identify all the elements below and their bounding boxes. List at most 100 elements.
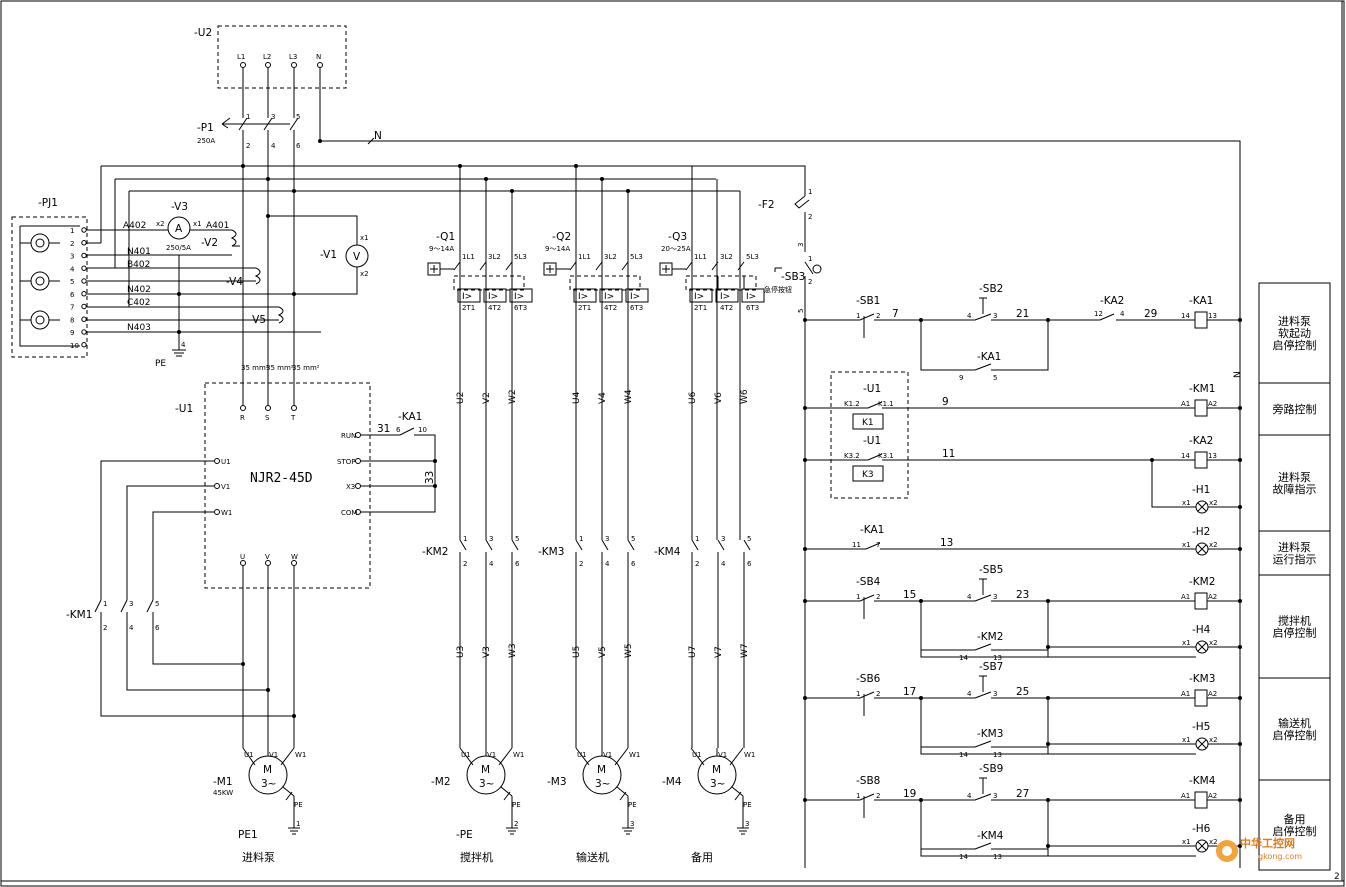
ka2-pin: 4 (1120, 310, 1125, 318)
motor-pe-pin: 3 (630, 820, 634, 828)
breaker-trip-box (457, 288, 481, 303)
junction (1046, 599, 1050, 603)
motor-letter: M (481, 764, 490, 776)
junction (803, 599, 807, 603)
coil-tag: -KM2 (1189, 576, 1215, 588)
wire-number: 19 (903, 788, 916, 800)
supply-terminal-l2: L2 (263, 53, 271, 61)
breaker-contact (569, 261, 577, 289)
coil-pin: A2 (1208, 690, 1217, 698)
pj1-terminal (81, 303, 87, 310)
coil-tag: -KA1 (1189, 295, 1213, 307)
coil-tag: -KA2 (1189, 435, 1213, 447)
start-button (974, 675, 992, 699)
junction (803, 798, 807, 802)
lamp-pin: x2 (1209, 499, 1218, 507)
contactor-pin: 5 (747, 535, 751, 543)
motor-pe-wire (616, 786, 634, 835)
pj1-tag: -PJ1 (38, 197, 58, 209)
coil-tag: -KM4 (1189, 775, 1216, 787)
start-button-pin: 3 (993, 312, 997, 320)
motor-tag: -M2 (431, 776, 451, 788)
breaker-1: -Q19～14A1L12T1I>3L24T2I>5L36T3I>U2U3V2V3… (427, 231, 533, 658)
breaker-contact (621, 261, 629, 289)
breaker-pin-top: 1L1 (694, 253, 707, 261)
soft-starter-output: V (265, 553, 270, 561)
stop-button-pin: 2 (876, 792, 880, 800)
stop-button-pin: 2 (876, 593, 880, 601)
pj1-terminal-label: 3 (70, 253, 74, 261)
legend-text: 进料泵 (1278, 540, 1311, 554)
breaker-range: 9～14A (429, 245, 454, 253)
coil (1194, 311, 1208, 329)
control-fuse-pin: 1 (808, 188, 812, 196)
motor-term: V1 (269, 751, 278, 759)
main-breaker-pin: 4 (271, 142, 276, 150)
wire-number: 21 (1016, 308, 1029, 320)
legend-text: 搅拌机 (1278, 614, 1311, 628)
breaker-body (685, 275, 757, 291)
breaker-handle-link (662, 265, 686, 273)
contactor-pin: 6 (747, 560, 752, 568)
coil-pin: A1 (1181, 690, 1190, 698)
breaker-range: 9～14A (545, 245, 570, 253)
start-button-pin: 3 (993, 792, 997, 800)
start-button-pin: 4 (967, 312, 972, 320)
wire (805, 401, 1194, 409)
wire-label: N402 (127, 285, 151, 295)
bypass-pin: 5 (155, 600, 159, 608)
pj1-terminal (81, 227, 87, 233)
wire-number: 23 (1016, 589, 1029, 601)
junction (1238, 645, 1242, 649)
soft-starter-term: V1 (221, 483, 230, 491)
stop-button-pin: 2 (876, 312, 880, 320)
soft-starter-model: NJR2-45D (250, 471, 313, 486)
wire-label: V6 (714, 392, 724, 404)
u1-contact-tag: -U1 (863, 383, 881, 395)
wire-number: 25 (1016, 686, 1029, 698)
ct-tag: -V4 (226, 276, 243, 288)
wire-label: U7 (688, 646, 698, 658)
softstarter-ka1-pin: 10 (418, 426, 427, 434)
contactor-pin: 2 (579, 560, 583, 568)
u1-contact-pin: K3.1 (878, 452, 894, 460)
wire-number: 17 (903, 686, 916, 698)
wire-label: U4 (572, 391, 582, 404)
coil-pin: 13 (1208, 452, 1217, 460)
wire-31: 31 (377, 423, 390, 435)
stop-button-tag: -SB4 (856, 576, 881, 588)
contactor-contact (627, 539, 635, 748)
contactor-pin: 6 (631, 560, 636, 568)
voltmeter-pin: x2 (360, 270, 369, 278)
junction (1046, 798, 1050, 802)
motor-letter: M (597, 764, 606, 776)
breaker-trip-symbol: I> (694, 292, 704, 302)
junction (803, 547, 807, 551)
main-breaker: -P1 250A 1 3 5 2 4 6 (197, 113, 301, 150)
lamp-pin: x2 (1209, 639, 1218, 647)
breaker-tag: -Q3 (668, 231, 687, 243)
ka1-contact-pin: 7 (876, 541, 880, 549)
contactor-pin: 6 (515, 560, 520, 568)
legend-text: 启停控制 (1273, 338, 1317, 352)
contactor-pin: 4 (721, 560, 726, 568)
motor-pe-wire (282, 786, 300, 835)
estop-tag: -SB3 (781, 271, 805, 283)
supply-terminal-l3: L3 (289, 53, 297, 61)
coil (1194, 689, 1208, 707)
u1-relay-label: K1 (862, 418, 874, 428)
wire-label: V3 (482, 646, 492, 658)
control-fuse-tag: -F2 (758, 199, 775, 211)
breaker-range: 20～25A (661, 245, 691, 253)
watermark-text: 中华工控网 (1240, 836, 1295, 850)
junction (803, 406, 807, 410)
lamp-pin: x2 (1209, 838, 1218, 846)
motor-pe-wire (500, 786, 518, 835)
ammeter-pin: x1 (193, 220, 202, 228)
breaker-trip-symbol: I> (514, 292, 524, 302)
lamp-wire (1197, 642, 1240, 652)
junction (1046, 318, 1050, 322)
